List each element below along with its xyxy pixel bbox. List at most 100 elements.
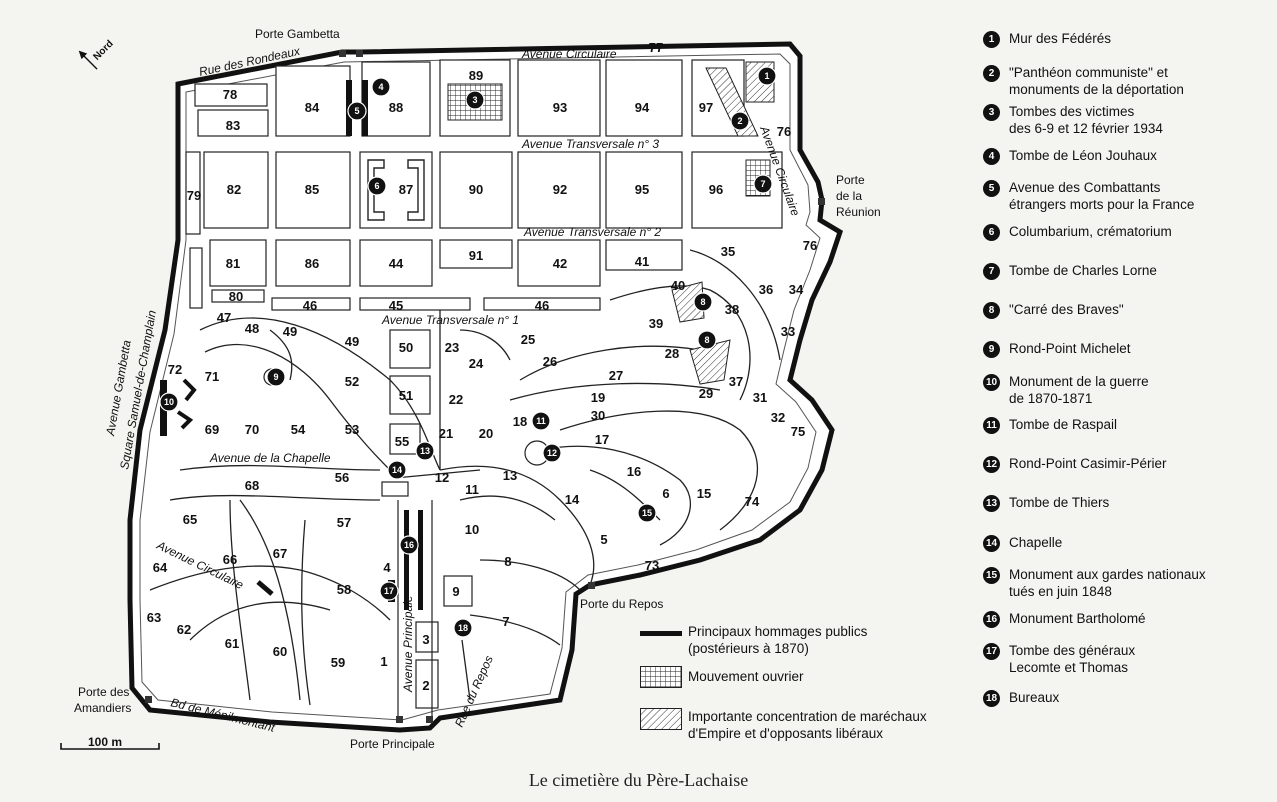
scale-bar bbox=[60, 743, 160, 750]
plot-number: 68 bbox=[245, 478, 259, 493]
plot-number: 89 bbox=[469, 68, 483, 83]
plot-number: 56 bbox=[335, 470, 349, 485]
plot-number: 9 bbox=[452, 584, 459, 599]
legend-item: 1 Mur des Fédérés bbox=[983, 30, 1249, 48]
legend-number-badge: 15 bbox=[983, 567, 1000, 584]
plot-number: 90 bbox=[469, 182, 483, 197]
svg-text:11: 11 bbox=[536, 416, 546, 426]
hatch-swatch bbox=[640, 708, 682, 730]
plot-number: 16 bbox=[627, 464, 641, 479]
plot-number: 29 bbox=[699, 386, 713, 401]
street-avenue-de-la-chapelle: Avenue de la Chapelle bbox=[209, 451, 331, 465]
plot-number: 11 bbox=[465, 482, 479, 497]
plot-number: 74 bbox=[745, 494, 760, 509]
street-avenue-transversale-3: Avenue Transversale n° 3 bbox=[521, 137, 659, 151]
plot-number: 97 bbox=[699, 100, 713, 115]
legend-label: Tombe de Léon Jouhaux bbox=[1009, 148, 1157, 163]
plot-number: 77 bbox=[649, 40, 663, 55]
marker-8b[interactable]: 8 bbox=[697, 330, 717, 350]
marker-11[interactable]: 11 bbox=[531, 411, 551, 431]
scale-label: 100 m bbox=[88, 735, 123, 749]
svg-text:13: 13 bbox=[420, 446, 430, 456]
plot-number: 17 bbox=[595, 432, 609, 447]
marker-6[interactable]: 6 bbox=[367, 176, 387, 196]
plot-number: 80 bbox=[229, 289, 243, 304]
svg-text:3: 3 bbox=[472, 95, 477, 105]
plot-number: 50 bbox=[399, 340, 413, 355]
plot-numbers: 77 78 84 88 89 93 94 97 83 76 82 85 87 9… bbox=[147, 40, 817, 693]
svg-text:7: 7 bbox=[760, 179, 765, 189]
marker-10[interactable]: 10 bbox=[159, 392, 179, 412]
marker-3[interactable]: 3 bbox=[465, 90, 485, 110]
plot-number: 85 bbox=[305, 182, 319, 197]
legend-number-badge: 5 bbox=[983, 180, 1000, 197]
plot-number: 54 bbox=[291, 422, 306, 437]
plot-number: 3 bbox=[422, 632, 429, 647]
legend-number-badge: 12 bbox=[983, 456, 1000, 473]
marker-8a[interactable]: 8 bbox=[693, 292, 713, 312]
plot-number: 1 bbox=[380, 654, 387, 669]
plot-number: 62 bbox=[177, 622, 191, 637]
svg-text:4: 4 bbox=[378, 82, 383, 92]
legend-label: Rond-Point Michelet bbox=[1009, 341, 1131, 356]
plot-number: 26 bbox=[543, 354, 557, 369]
legend-number-badge: 18 bbox=[983, 690, 1000, 707]
svg-text:1: 1 bbox=[764, 71, 769, 81]
gate-gambetta: Porte Gambetta bbox=[255, 27, 340, 41]
marker-2[interactable]: 2 bbox=[730, 111, 750, 131]
marker-5[interactable]: 5 bbox=[347, 101, 367, 121]
plot-number: 95 bbox=[635, 182, 649, 197]
plot-number: 8 bbox=[504, 554, 511, 569]
plot-number: 58 bbox=[337, 582, 351, 597]
legend-item: 6 Columbarium, crématorium bbox=[983, 223, 1249, 241]
legend-label: Tombe de Thiers bbox=[1009, 495, 1110, 510]
plot-outlines bbox=[185, 59, 783, 709]
plot-number: 42 bbox=[553, 256, 567, 271]
plot-number: 59 bbox=[331, 655, 345, 670]
plot-number: 76 bbox=[777, 124, 791, 139]
legend-number-badge: 9 bbox=[983, 341, 1000, 358]
plot-number: 39 bbox=[649, 316, 663, 331]
marker-14[interactable]: 14 bbox=[387, 460, 407, 480]
marker-13[interactable]: 13 bbox=[415, 441, 435, 461]
plot-number: 12 bbox=[435, 470, 449, 485]
marker-1[interactable]: 1 bbox=[757, 66, 777, 86]
legend-number-badge: 3 bbox=[983, 104, 1000, 121]
svg-text:6: 6 bbox=[374, 181, 379, 191]
marker-15[interactable]: 15 bbox=[637, 503, 657, 523]
marker-12[interactable]: 12 bbox=[542, 443, 562, 463]
plot-number: 6 bbox=[662, 486, 669, 501]
plot-number: 48 bbox=[245, 321, 259, 336]
marker-9[interactable]: 9 bbox=[266, 367, 286, 387]
svg-text:18: 18 bbox=[458, 623, 468, 633]
plot-number: 66 bbox=[223, 552, 237, 567]
plot-number: 24 bbox=[469, 356, 484, 371]
plot-number: 88 bbox=[389, 100, 403, 115]
marker-18[interactable]: 18 bbox=[453, 618, 473, 638]
plot-number: 44 bbox=[389, 256, 404, 271]
marker-7[interactable]: 7 bbox=[753, 174, 773, 194]
map-caption: Le cimetière du Père-Lachaise bbox=[528, 770, 749, 790]
marker-4[interactable]: 4 bbox=[371, 77, 391, 97]
key-hommages: Principaux hommages publics(postérieurs … bbox=[640, 623, 938, 657]
plot-number: 22 bbox=[449, 392, 463, 407]
plot-number: 78 bbox=[223, 87, 237, 102]
marker-16[interactable]: 16 bbox=[399, 535, 419, 555]
svg-text:2: 2 bbox=[737, 116, 742, 126]
svg-text:9: 9 bbox=[273, 372, 278, 382]
legend-number-badge: 6 bbox=[983, 224, 1000, 241]
svg-text:8: 8 bbox=[700, 297, 705, 307]
plot-number: 57 bbox=[337, 515, 351, 530]
plot-number: 92 bbox=[553, 182, 567, 197]
plot-number: 35 bbox=[721, 244, 735, 259]
marker-17[interactable]: 17 bbox=[379, 581, 399, 601]
plot-number: 18 bbox=[513, 414, 527, 429]
svg-text:10: 10 bbox=[164, 397, 174, 407]
legend-item: 4 Tombe de Léon Jouhaux bbox=[983, 147, 1249, 165]
